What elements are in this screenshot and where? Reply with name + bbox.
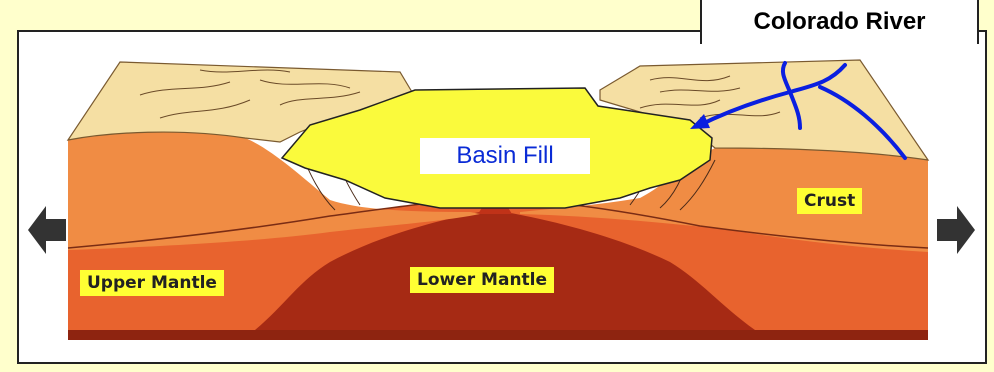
lower-mantle-base: [68, 330, 928, 340]
upper-mantle-label: Upper Mantle: [80, 270, 224, 296]
colorado-river-label: Colorado River: [700, 0, 979, 44]
crust-label: Crust: [797, 188, 862, 214]
lower-mantle-label: Lower Mantle: [410, 267, 554, 293]
basin-fill-label: Basin Fill: [420, 138, 590, 174]
